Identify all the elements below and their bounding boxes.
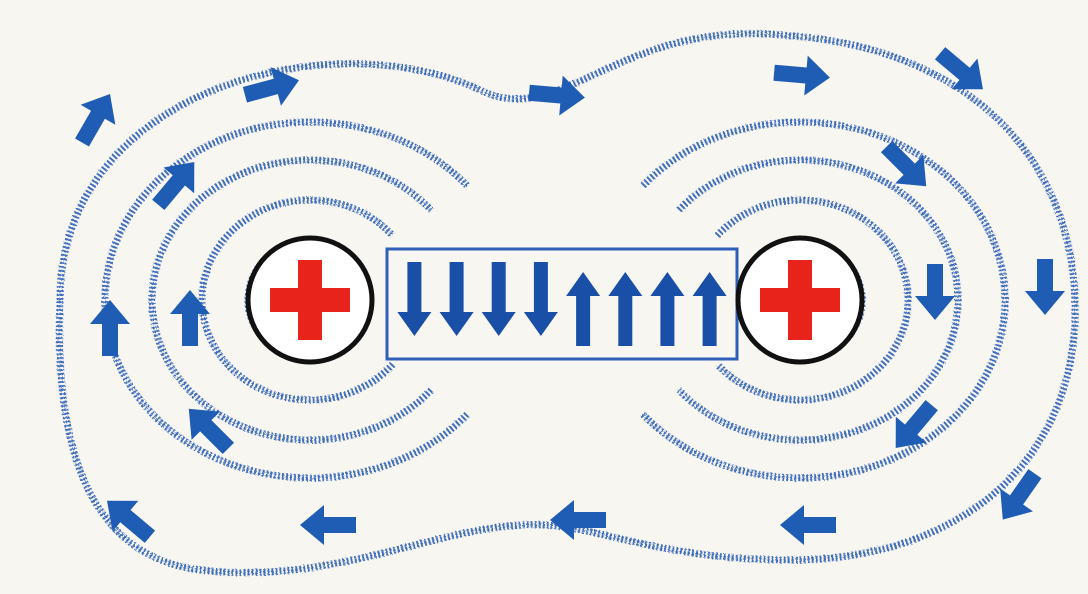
left-charge xyxy=(248,238,372,362)
center-box-outline xyxy=(387,249,737,359)
center-box xyxy=(387,249,737,359)
right-charge xyxy=(738,238,862,362)
